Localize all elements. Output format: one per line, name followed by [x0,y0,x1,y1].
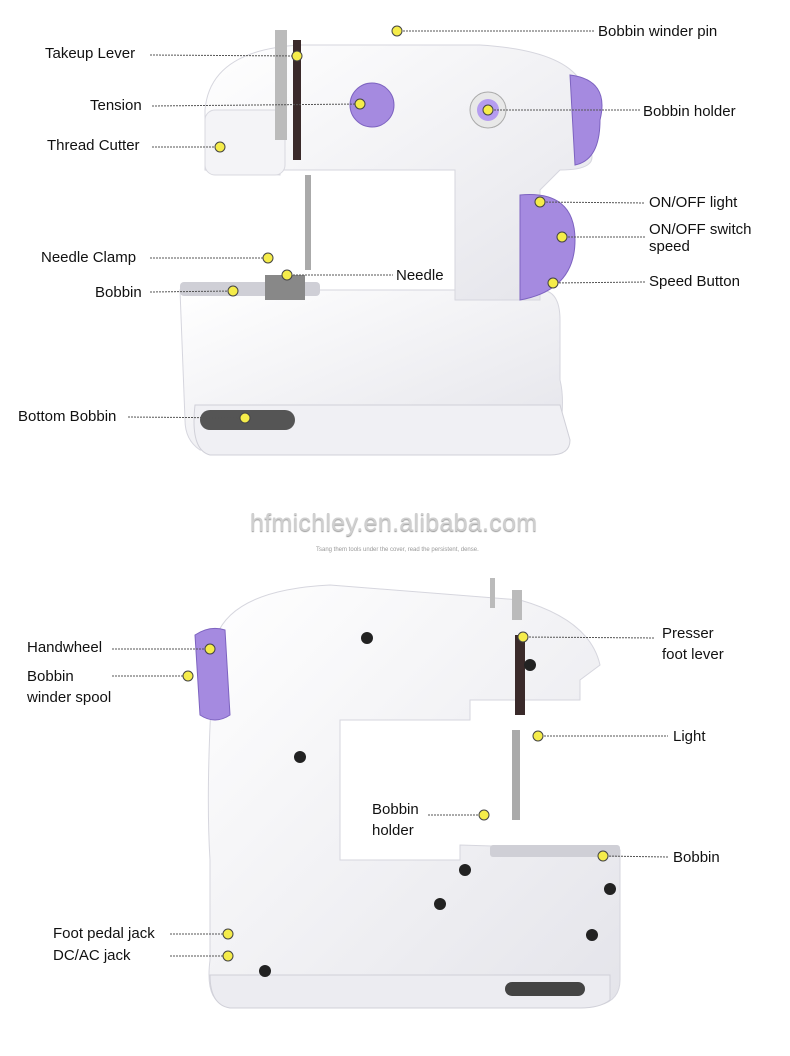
label-thread-cutter: Thread Cutter [47,137,140,154]
label-needle: Needle [396,267,444,284]
label-bobbin-holder-bottom: Bobbin holder [372,799,419,841]
label-foot-pedal-jack: Foot pedal jack [53,925,155,942]
label-takeup-lever: Takeup Lever [45,45,136,62]
label-bobbin-top: Bobbin [95,284,142,301]
label-line-2: foot lever [662,646,724,663]
label-light: Light [673,728,706,745]
machine-back-view [194,578,621,1009]
label-line-1: Bobbin [372,801,419,818]
callout-lines-top [127,30,646,419]
label-presser-foot-lever: Presser foot lever [662,623,724,665]
label-dcac-jack: DC/AC jack [53,947,131,964]
label-bobbin-winder-pin: Bobbin winder pin [598,23,718,40]
label-bottom-bobbin: Bottom Bobbin [18,408,117,425]
watermark-subtext: Tsang them tools under the cover, read t… [316,547,479,553]
label-onoff-light: ON/OFF light [649,194,738,211]
callout-dots-bottom [182,631,609,962]
label-line-2: holder [372,822,414,839]
callout-lines-bottom [112,636,669,957]
label-line-1: ON/OFF switch [649,221,752,238]
label-speed-button: Speed Button [649,273,740,290]
label-tension: Tension [90,97,142,114]
label-line-2: speed [649,238,690,255]
machine-front-view [179,30,603,456]
callout-dots-top [214,25,568,424]
label-needle-clamp: Needle Clamp [41,249,137,266]
label-handwheel: Handwheel [27,639,103,656]
label-bobbin-holder: Bobbin holder [643,103,736,120]
label-line-2: winder spool [27,689,112,706]
label-bobbin-bottom: Bobbin [673,849,720,866]
label-bobbin-winder-spool: Bobbin winder spool [27,666,111,708]
label-line-1: Bobbin [27,668,74,685]
label-line-1: Presser [662,625,714,642]
watermark: hfmichley.en.alibaba.com [250,509,538,537]
